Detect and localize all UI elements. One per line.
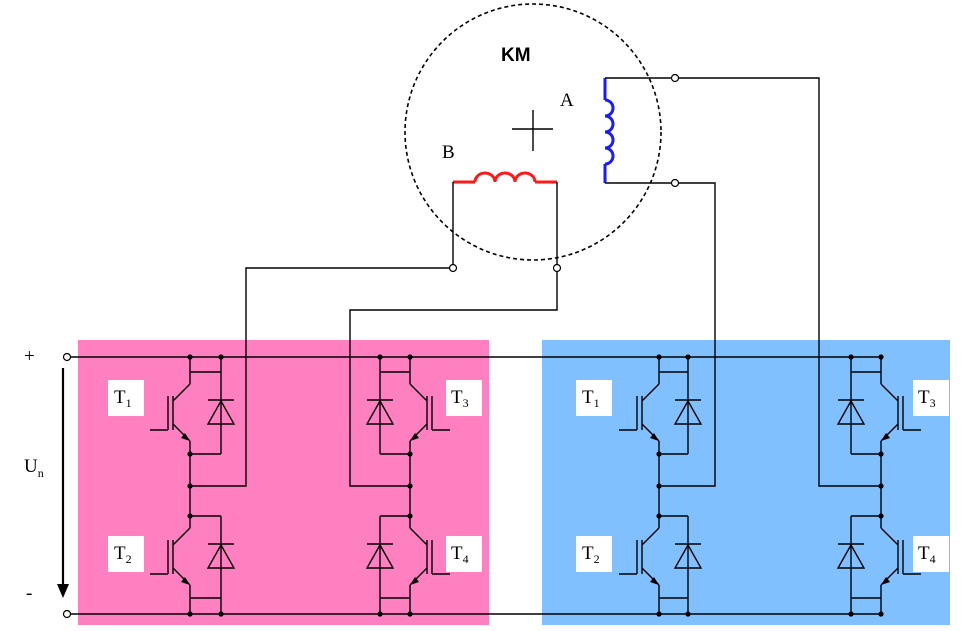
motor-circle-icon — [404, 3, 662, 261]
left-t3-label: T3 — [451, 387, 469, 410]
winding-a-inductor-icon — [603, 77, 675, 184]
terminal-icon[interactable] — [448, 263, 458, 273]
right-leg-2 — [837, 354, 922, 617]
transistor-labels: T1 T2 T3 T4 T1 T2 T3 T4 — [108, 380, 949, 572]
left-t2-label: T2 — [114, 543, 132, 566]
terminal-icon[interactable] — [552, 263, 562, 273]
winding-b-label: B — [442, 142, 455, 163]
right-t2-label: T2 — [582, 543, 600, 566]
motor-label: KM — [501, 45, 531, 66]
supply-rails — [57, 352, 881, 619]
winding-a-label: A — [560, 90, 574, 111]
terminal-icon[interactable] — [670, 73, 680, 83]
right-t4-label: T4 — [918, 543, 936, 566]
plus-terminal[interactable] — [62, 352, 72, 362]
left-t1-label: T1 — [114, 387, 132, 410]
motor — [404, 3, 675, 268]
voltage-label: Un — [24, 456, 44, 480]
plus-label: + — [24, 346, 35, 367]
left-leg-1 — [149, 354, 235, 617]
minus-terminal[interactable] — [62, 609, 72, 619]
left-t4-label: T4 — [451, 543, 469, 566]
voltage-arrow-icon — [57, 584, 69, 598]
minus-label: - — [26, 583, 32, 604]
right-t1-label: T1 — [582, 387, 600, 410]
right-leg-1 — [618, 354, 702, 617]
winding-b-inductor-icon — [452, 171, 558, 268]
left-leg-2 — [366, 354, 451, 617]
terminal-icon[interactable] — [670, 178, 680, 188]
left-bridge-panel — [78, 340, 489, 625]
motor-wiring — [190, 73, 881, 487]
right-t3-label: T3 — [918, 387, 936, 410]
